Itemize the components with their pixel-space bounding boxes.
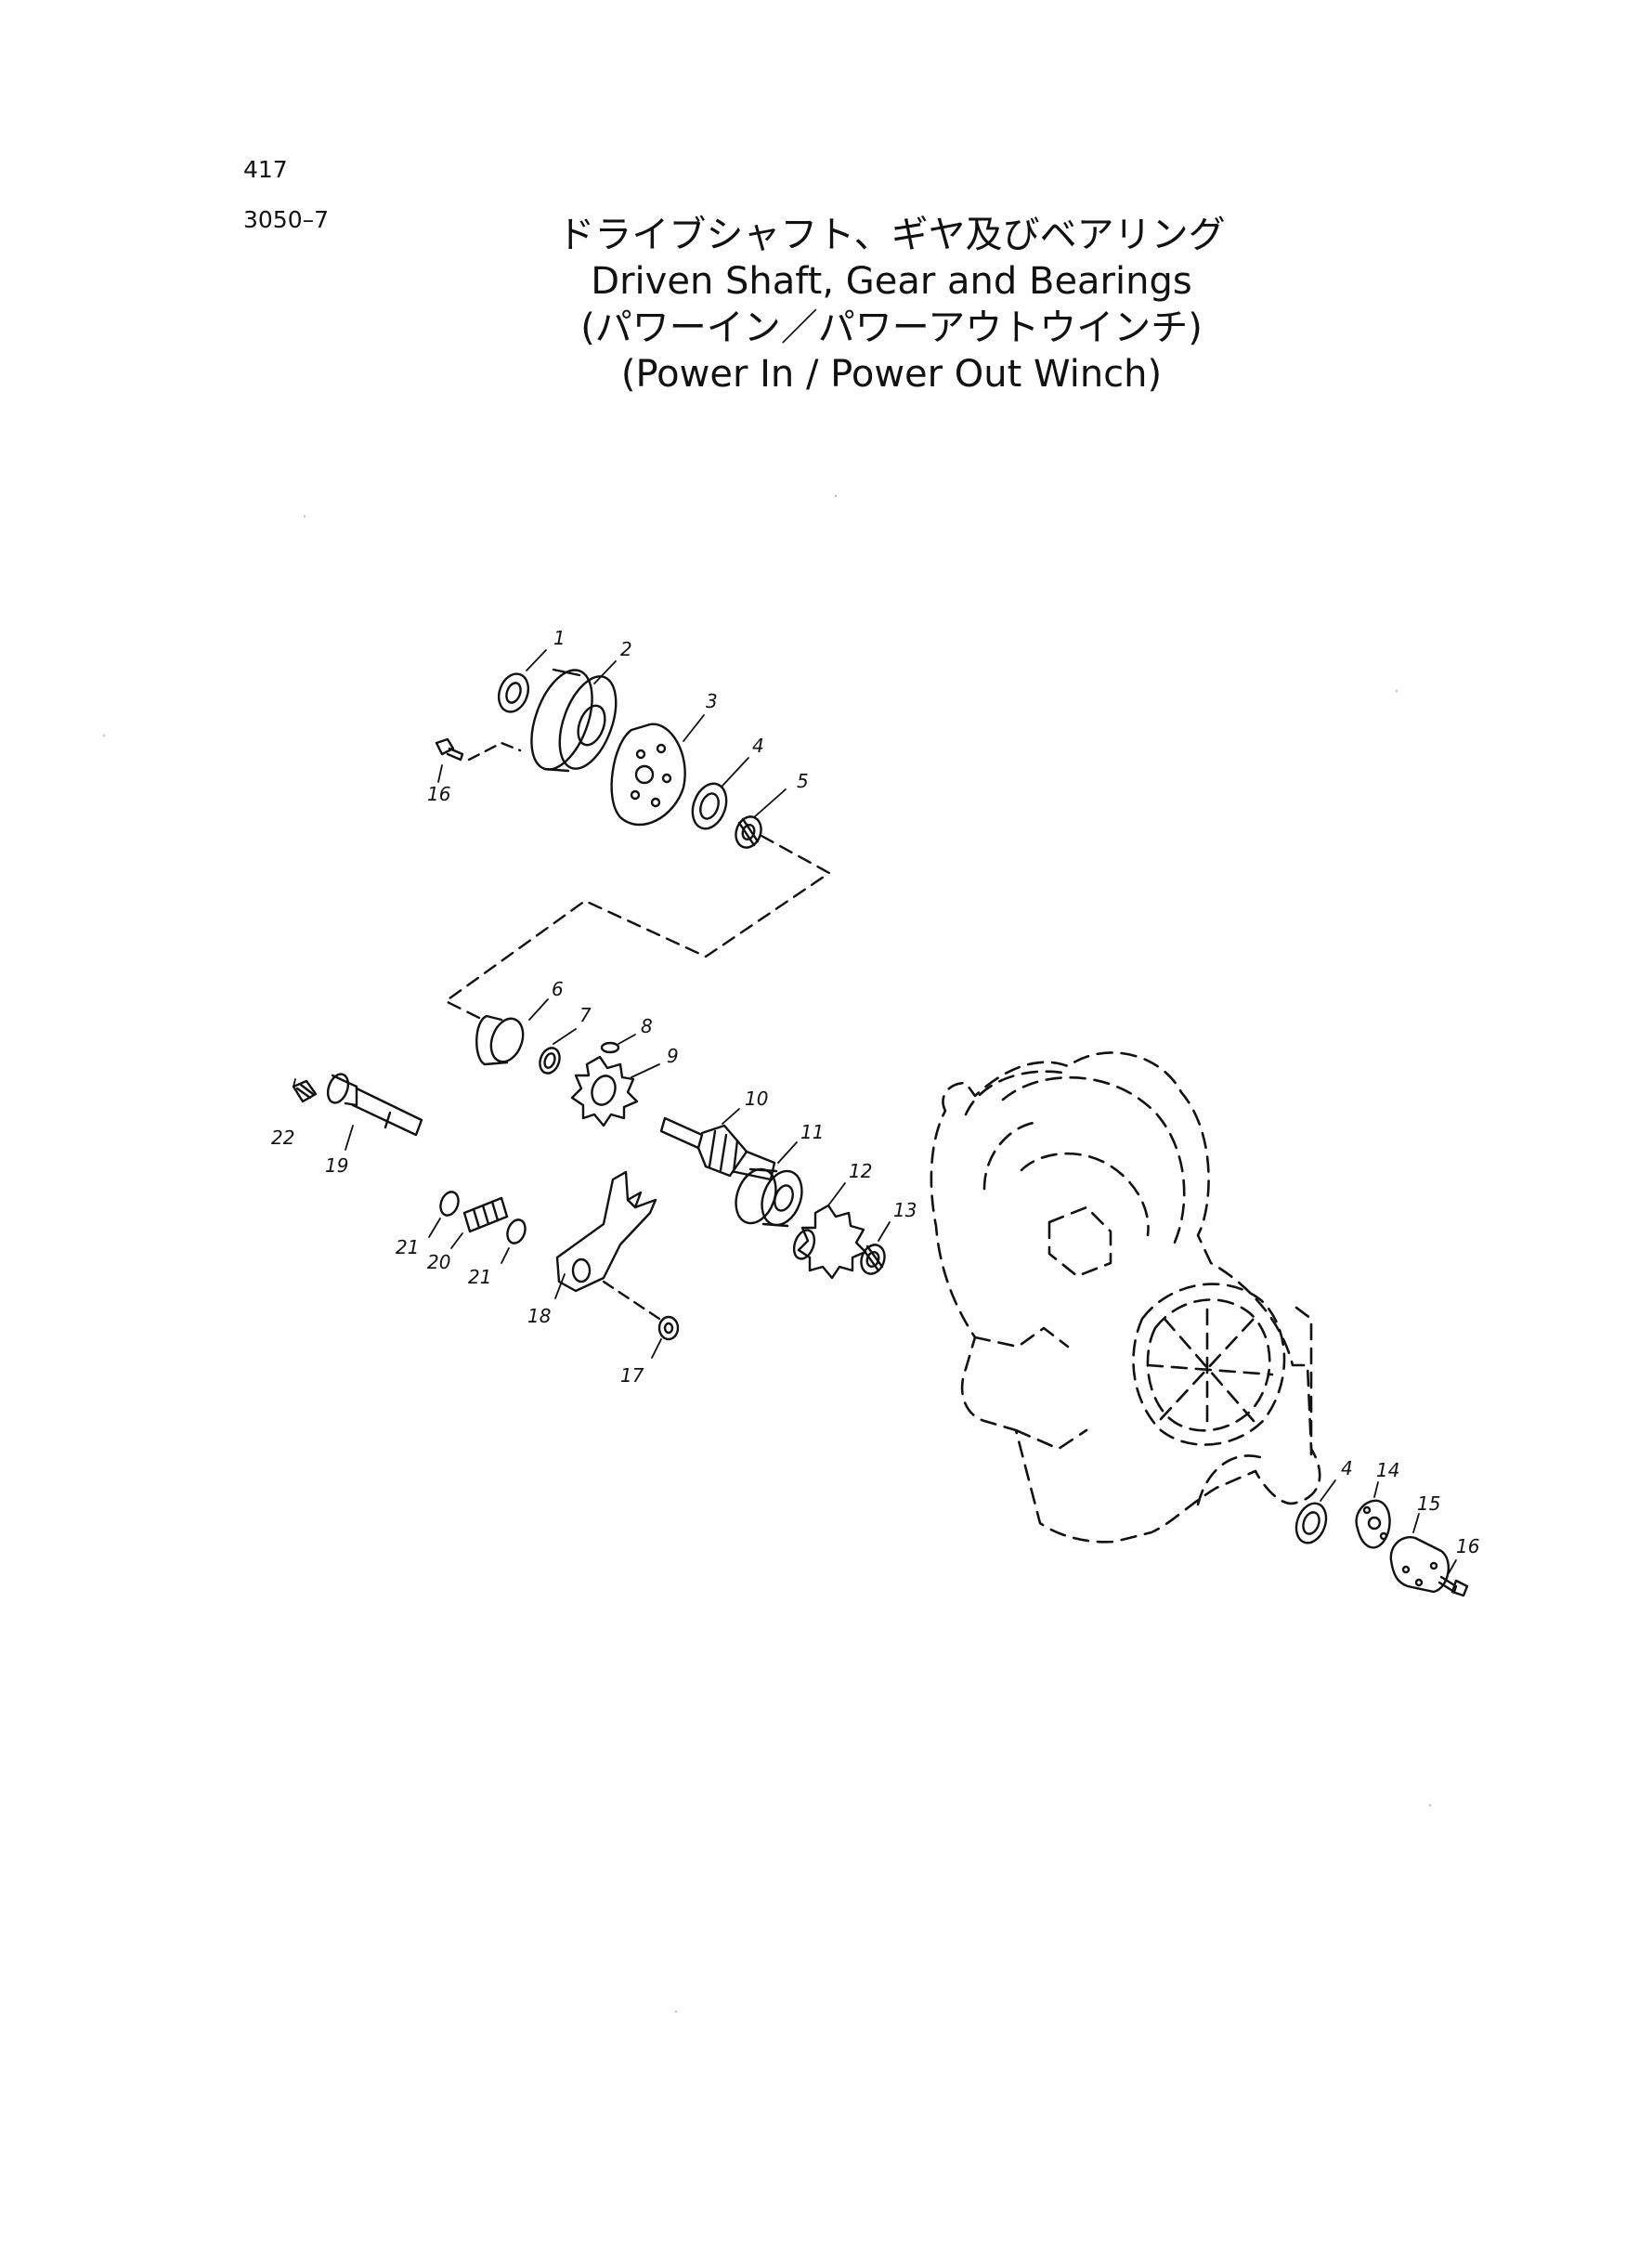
part-21-oring-right: [506, 1218, 527, 1244]
callout-16: 16: [427, 783, 450, 805]
part-12-gear: [792, 1204, 867, 1280]
callout-3: 3: [706, 690, 718, 712]
callout-18: 18: [527, 1305, 551, 1327]
part-11-collar: [735, 1167, 803, 1228]
part-13-bearing: [860, 1244, 886, 1275]
callout-6: 6: [552, 978, 564, 1000]
callout-5: 5: [797, 770, 809, 792]
callout-19: 19: [325, 1154, 348, 1177]
part-14-gasket: [1355, 1499, 1391, 1549]
callout-10: 10: [745, 1088, 768, 1110]
callout-20: 20: [427, 1251, 450, 1273]
title-block: ドライブシャフト、ギヤ及びベアリング Driven Shaft, Gear an…: [446, 212, 1337, 397]
callout-4-lower: 4: [1341, 1457, 1353, 1479]
callout-22: 22: [271, 1127, 294, 1149]
part-2-retainer: [530, 668, 618, 773]
part-15-cover: [1389, 1536, 1450, 1594]
callout-15: 15: [1417, 1492, 1440, 1515]
callout-21-right: 21: [468, 1266, 491, 1288]
part-6-sleeve: [475, 1014, 525, 1066]
part-1-seal: [497, 672, 530, 713]
part-22-screw: [292, 1079, 318, 1103]
callout-2: 2: [620, 638, 632, 660]
part-16-bolt-lower: [1437, 1575, 1469, 1597]
part-21-oring-left: [439, 1191, 460, 1217]
title-english: Driven Shaft, Gear and Bearings: [591, 260, 1192, 303]
part-4-bearing-upper: [691, 782, 728, 830]
part-17-washer: [657, 1315, 680, 1341]
part-8-key: [600, 1041, 620, 1054]
callout-9: 9: [667, 1045, 679, 1067]
title-japanese: ドライブシャフト、ギヤ及びベアリング: [557, 214, 1226, 256]
callout-14: 14: [1376, 1459, 1399, 1481]
part-4-bearing-lower: [1294, 1502, 1328, 1544]
leader-lines: [293, 649, 1457, 1574]
part-9-gear: [570, 1055, 639, 1127]
part-7-ring: [539, 1047, 561, 1075]
page-number: 417: [243, 156, 288, 183]
winch-housing: [930, 1051, 1321, 1544]
scan-specks: [102, 494, 1432, 2013]
figure-code: 3050–7: [243, 206, 330, 233]
dashed-link-17: [602, 1280, 661, 1321]
callout-1: 1: [553, 627, 566, 649]
callout-17: 17: [620, 1364, 644, 1387]
part-3-plate: [610, 723, 686, 827]
callout-11: 11: [800, 1121, 824, 1143]
dashed-assembly-path: [444, 834, 831, 1022]
callout-4: 4: [752, 735, 764, 757]
callout-8: 8: [641, 1015, 653, 1037]
callout-21-left: 21: [396, 1236, 419, 1258]
subtitle-japanese: (パワーイン／パワーアウトウインチ): [580, 306, 1203, 349]
part-18-shift-fork: [555, 1170, 657, 1293]
callout-labels: 1 2 3 4 5 16 6 7 8 9 22 19 10 11 12 13 2…: [271, 627, 1479, 1557]
callout-16-lower: 16: [1456, 1535, 1479, 1557]
subtitle-english: (Power In / Power Out Winch): [620, 353, 1163, 396]
part-19-shaft: [326, 1073, 423, 1137]
callout-13: 13: [893, 1199, 917, 1221]
callout-7: 7: [579, 1004, 592, 1026]
part-20-spring: [462, 1196, 509, 1233]
callout-12: 12: [849, 1160, 872, 1182]
dashed-link-16: [467, 741, 522, 762]
part-5-bearing: [735, 815, 762, 849]
part-16-bolt-upper: [435, 737, 464, 762]
